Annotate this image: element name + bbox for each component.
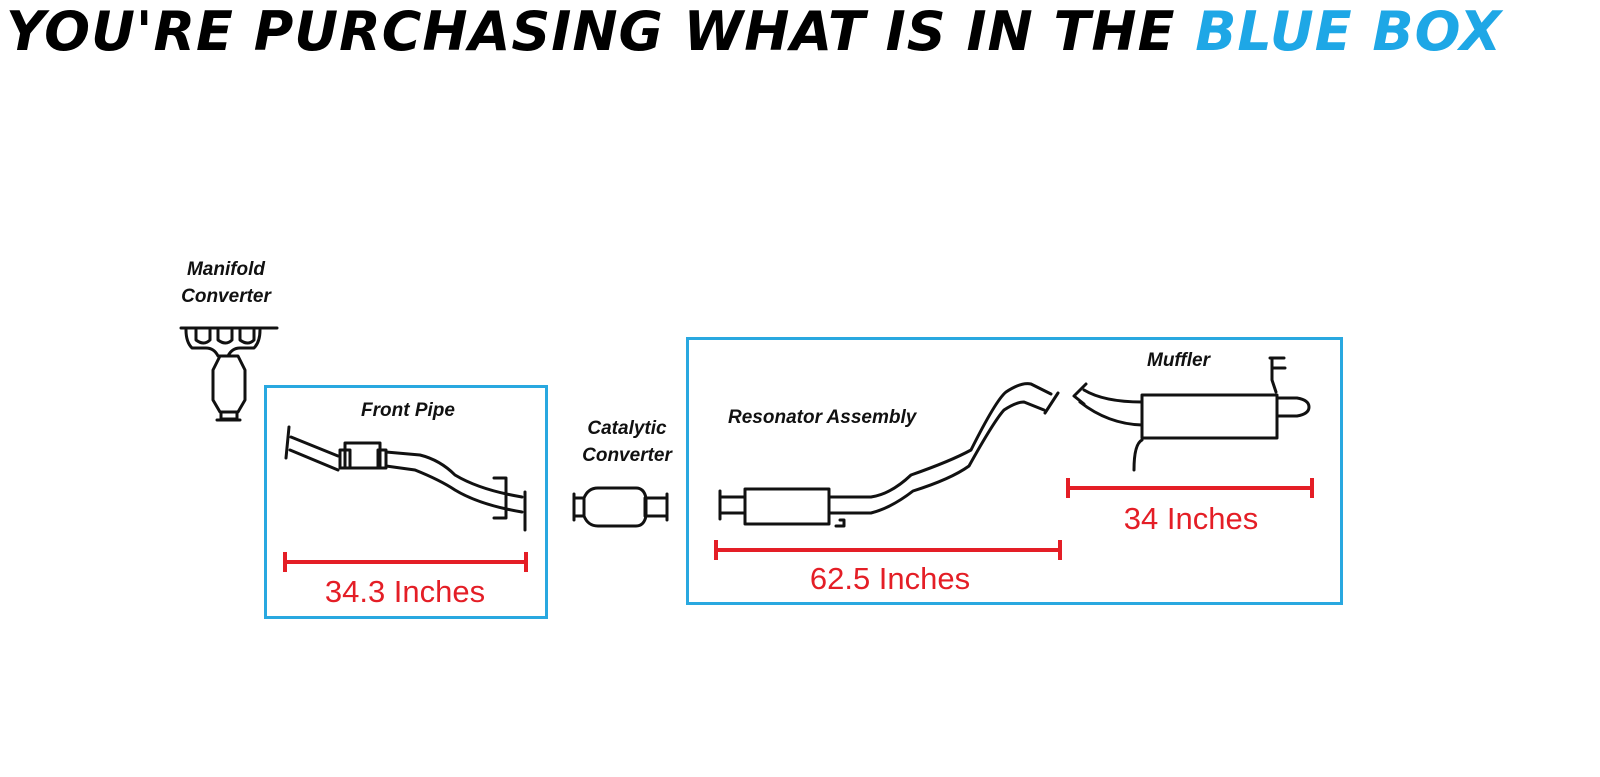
muffler-label: Muffler [1147, 350, 1210, 371]
title-highlight: BLUE BOX [1195, 0, 1503, 63]
title-text: YOU'RE PURCHASING WHAT IS IN THE [6, 0, 1196, 63]
resonator-assembly-icon [718, 382, 1060, 528]
front-pipe-measure-bar [283, 552, 528, 572]
catalytic-label-line2: Converter [582, 445, 672, 466]
muffler-icon [1072, 356, 1311, 472]
muffler-measure-bar [1066, 478, 1314, 498]
catalytic-label-line1: Catalytic [587, 418, 667, 439]
resonator-muffler-box [686, 337, 1343, 605]
resonator-length: 62.5 Inches [809, 561, 971, 596]
front-pipe-icon [284, 425, 527, 532]
catalytic-converter-icon [572, 486, 669, 528]
page-title: YOU'RE PURCHASING WHAT IS IN THE BLUE BO… [6, 0, 1502, 63]
manifold-converter-icon [179, 326, 279, 422]
manifold-label-line1: Manifold [186, 259, 266, 280]
resonator-assembly-label: Resonator Assembly [728, 407, 917, 428]
muffler-length: 34 Inches [1123, 501, 1259, 536]
measurement-bars [283, 478, 1314, 572]
resonator-measure-bar [714, 540, 1062, 560]
manifold-label-line2: Converter [181, 286, 271, 307]
front-pipe-box [264, 385, 548, 619]
front-pipe-label: Front Pipe [361, 400, 455, 421]
front-pipe-length: 34.3 Inches [324, 574, 486, 609]
